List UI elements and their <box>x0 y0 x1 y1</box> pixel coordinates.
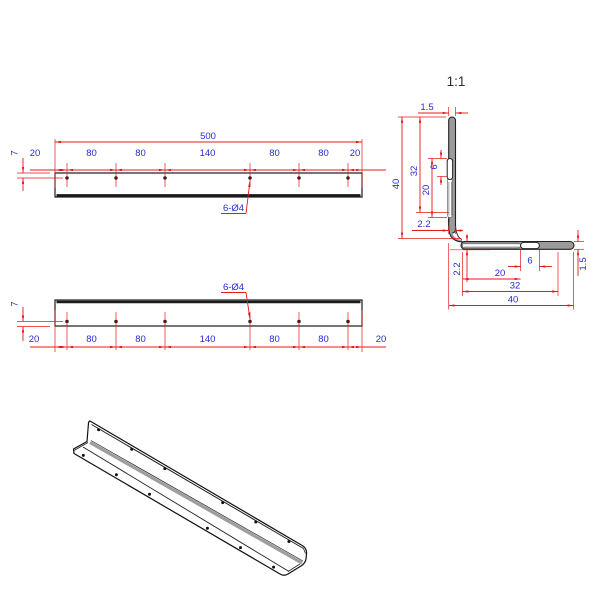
vleg-dims: 1.5 40 32 20 6 2.2 <box>391 102 468 239</box>
dim-label: 7 <box>10 301 21 306</box>
view-top-flat: 500 20 80 80 140 80 80 20 7 <box>10 131 386 214</box>
iso-right-endcap-bend-line <box>287 563 301 572</box>
flange-face <box>54 299 363 327</box>
dim-label: 2.2 <box>452 262 463 275</box>
hleg-dims: 2.2 6 20 32 40 1.5 <box>448 230 589 310</box>
dim-label: 2.2 <box>417 219 430 230</box>
dim-label: 20 <box>495 268 506 279</box>
dim-label: 80 <box>269 148 280 159</box>
dim-label: 80 <box>86 334 97 345</box>
view-isometric <box>72 420 308 576</box>
hleg-hole-section <box>520 241 540 250</box>
dim-label: 80 <box>318 334 329 345</box>
segment-dims: 20 80 80 140 80 80 20 <box>30 148 386 172</box>
dim-label: 7 <box>10 150 21 155</box>
dim-label: 20 <box>376 334 387 345</box>
flange-face <box>54 172 363 198</box>
dim-label: 40 <box>391 179 402 190</box>
hole-callout: 6-Ø4 <box>221 282 251 320</box>
dim-label: 20 <box>421 185 432 196</box>
dim-label: 20 <box>30 148 41 159</box>
dim-label: 1.5 <box>578 257 589 270</box>
iso-bend-upper-line <box>90 440 304 562</box>
dim-label: 40 <box>508 295 519 306</box>
corner-fillet <box>448 221 463 243</box>
dim-label: 140 <box>200 148 216 159</box>
dim-label: 20 <box>350 148 361 159</box>
extension-lines <box>54 310 363 352</box>
dim-label: 6-Ø4 <box>223 282 244 293</box>
dim-label: 20 <box>29 334 40 345</box>
dim-label: 80 <box>135 334 146 345</box>
hole-callout: 6-Ø4 <box>221 180 251 214</box>
dim-label: 6 <box>429 164 440 169</box>
iso-left-endcap-line <box>73 442 89 451</box>
iso-bend-highlight <box>89 441 303 565</box>
iso-right-endcap-line <box>303 548 306 554</box>
iso-holes-upper <box>97 428 291 543</box>
corner-inner-line <box>455 223 463 240</box>
dim-label: 500 <box>200 131 216 142</box>
dim-label: 80 <box>135 148 146 159</box>
edge-offset-dim: 7 <box>10 150 63 191</box>
edge-offset-dim: 7 <box>10 301 63 341</box>
iso-inner-flange-line <box>82 446 290 572</box>
scale-label: 1:1 <box>447 74 466 89</box>
dim-label: 80 <box>269 334 280 345</box>
dim-label: 32 <box>409 166 420 177</box>
dim-label: 6-Ø4 <box>223 203 244 214</box>
segment-dims: 20 80 80 140 80 80 20 <box>29 334 387 349</box>
dim-label: 80 <box>318 148 329 159</box>
extension-lines <box>54 139 363 188</box>
view-section: 1:1 1.5 40 <box>391 74 589 310</box>
dim-label: 6 <box>527 256 532 267</box>
dim-label: 1.5 <box>420 102 433 113</box>
view-bottom-flat: 20 80 80 140 80 80 20 7 6-Ø4 <box>10 282 387 352</box>
iso-holes-lower <box>81 453 276 569</box>
dim-label: 32 <box>510 281 521 292</box>
dim-label: 140 <box>200 334 216 345</box>
vleg-hole-section <box>446 158 454 180</box>
iso-top-thickness-line <box>91 424 304 549</box>
dim-label: 80 <box>86 148 97 159</box>
